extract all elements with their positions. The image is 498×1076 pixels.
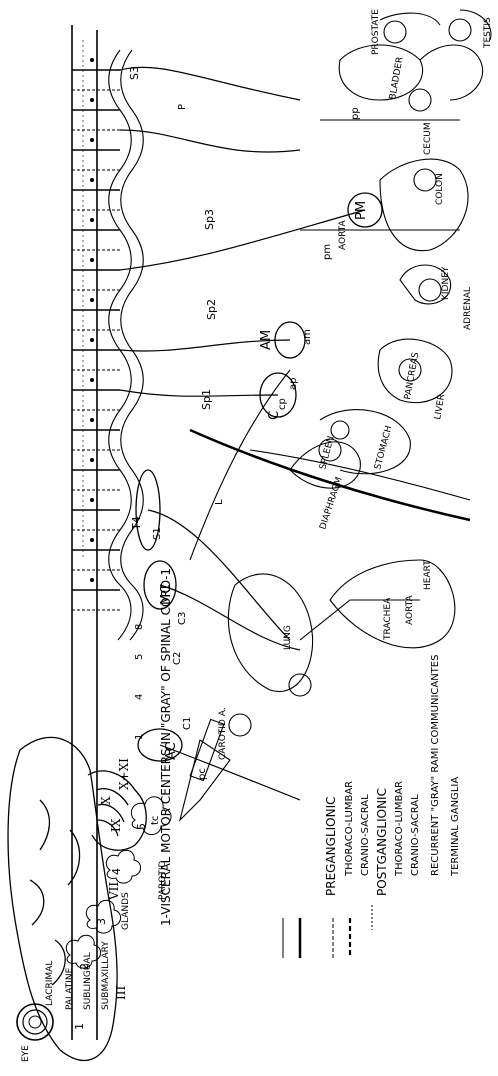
label-cn-iii: III bbox=[114, 986, 128, 1000]
label-mc: MC bbox=[159, 585, 174, 605]
label-c2: C2 bbox=[172, 652, 183, 665]
label-ganglion-3: 3 bbox=[95, 918, 108, 925]
label-lung: LUNG bbox=[283, 625, 293, 650]
label-glands: GLANDS bbox=[121, 892, 131, 930]
label-kidney: KIDNEY bbox=[441, 266, 451, 300]
legend-postganglionic: POSTGANGLIONIC bbox=[375, 788, 389, 896]
legend-line-samples bbox=[283, 905, 372, 958]
label-cn-x: X bbox=[99, 796, 113, 805]
legend-terminal: TERMINAL GANGLIA bbox=[450, 777, 461, 877]
label-1: 1 bbox=[134, 734, 145, 740]
label-cp: cp bbox=[277, 398, 288, 410]
label-diaphragm: DIAPHRAGM bbox=[318, 476, 344, 531]
legend-recurrent: RECURRENT "GRAY" RAMI COMMUNICANTES bbox=[430, 655, 441, 876]
label-5: 5 bbox=[134, 654, 145, 660]
label-stomach: STOMACH bbox=[373, 425, 394, 471]
label-sp2: Sp2 bbox=[205, 299, 218, 320]
label-adrenal: ADRENAL bbox=[463, 287, 473, 330]
label-pp: pp bbox=[350, 107, 361, 120]
label-ganglion-4: 4 bbox=[110, 868, 123, 875]
legend-pre-thoraco: THORACO-LUMBAR bbox=[344, 781, 355, 877]
label-ganglion-1: 1 bbox=[73, 1023, 86, 1030]
label-ganglion-5: 5 bbox=[135, 823, 148, 830]
label-testis: TESTIS bbox=[483, 17, 493, 49]
label-pm-small: pm bbox=[322, 244, 333, 260]
cord-dots bbox=[90, 58, 94, 582]
label-parotid: PAROTID bbox=[158, 861, 168, 900]
label-eye: EYE bbox=[21, 1045, 31, 1062]
label-cn-ix: IX bbox=[109, 818, 123, 832]
label-8: 8 bbox=[134, 624, 145, 630]
label-4: 4 bbox=[134, 694, 145, 700]
spinal-cord bbox=[72, 25, 97, 1040]
label-am: AM bbox=[259, 330, 274, 350]
terminal-ganglia bbox=[229, 19, 471, 736]
label-s1-upper: S1 bbox=[152, 527, 163, 540]
label-ap: ap bbox=[288, 378, 299, 390]
organ-outlines bbox=[180, 10, 491, 820]
label-bladder: BLADDER bbox=[388, 56, 405, 100]
label-sp3: Sp3 bbox=[203, 209, 216, 230]
label-sp1: Sp1 bbox=[200, 389, 213, 410]
label-colon: COLON bbox=[435, 173, 445, 205]
splanchnic-nerves bbox=[120, 67, 365, 800]
label-cn-vii: VII bbox=[107, 882, 121, 901]
label-pm: PM bbox=[354, 201, 369, 220]
label-aorta-lower: AORTA bbox=[338, 220, 348, 250]
legend-post-thoraco: THORACO-LUMBAR bbox=[394, 781, 405, 877]
label-trachea: TRACHEA bbox=[383, 597, 393, 641]
legend-post-cranio: CRANIO-SACRAL bbox=[410, 794, 421, 876]
label-pc: pc bbox=[197, 768, 208, 780]
eye-drawing bbox=[17, 1004, 53, 1040]
label-lacrimal: LACRIMAL bbox=[45, 961, 55, 1006]
label-palatine: PALATINE bbox=[65, 967, 75, 1010]
label-pancreas: PANCREAS bbox=[403, 351, 421, 400]
label-ac: AC bbox=[164, 742, 179, 760]
label-am-small: am bbox=[302, 329, 313, 345]
label-heart: HEART bbox=[423, 560, 433, 590]
label-c1: C1 bbox=[182, 717, 193, 730]
label-prostate: PROSTATE bbox=[371, 9, 381, 55]
label-cn-x-xi: X+XI bbox=[117, 758, 131, 790]
label-t4: T4 bbox=[130, 516, 143, 531]
label-carotid: CAROTID A. bbox=[218, 707, 228, 760]
sympathetic-chain bbox=[109, 50, 144, 640]
label-p: P bbox=[177, 104, 188, 110]
prevertebral-ganglia bbox=[260, 193, 382, 417]
label-l: L bbox=[214, 499, 225, 505]
legend-preganglionic: PREGANGLIONIC bbox=[324, 796, 338, 896]
label-aorta-upper: AORTA bbox=[405, 595, 415, 625]
label-tc: tc bbox=[150, 816, 161, 825]
label-c3: C3 bbox=[177, 612, 188, 625]
organ-labels: EYE LACRIMAL PALATINE SUBLINGUAL SUBMAXI… bbox=[21, 9, 493, 1062]
label-submaxillary: SUBMAXILLARY bbox=[101, 941, 111, 1010]
label-s3: S3 bbox=[128, 66, 141, 80]
label-sublingual: SUBLINGUAL bbox=[83, 952, 93, 1010]
label-cecum: CECUM bbox=[423, 122, 433, 155]
label-c: C bbox=[267, 411, 282, 420]
label-ganglion-2: 2 bbox=[78, 963, 91, 970]
legend-pre-cranio: CRANIO-SACRAL bbox=[360, 794, 371, 876]
